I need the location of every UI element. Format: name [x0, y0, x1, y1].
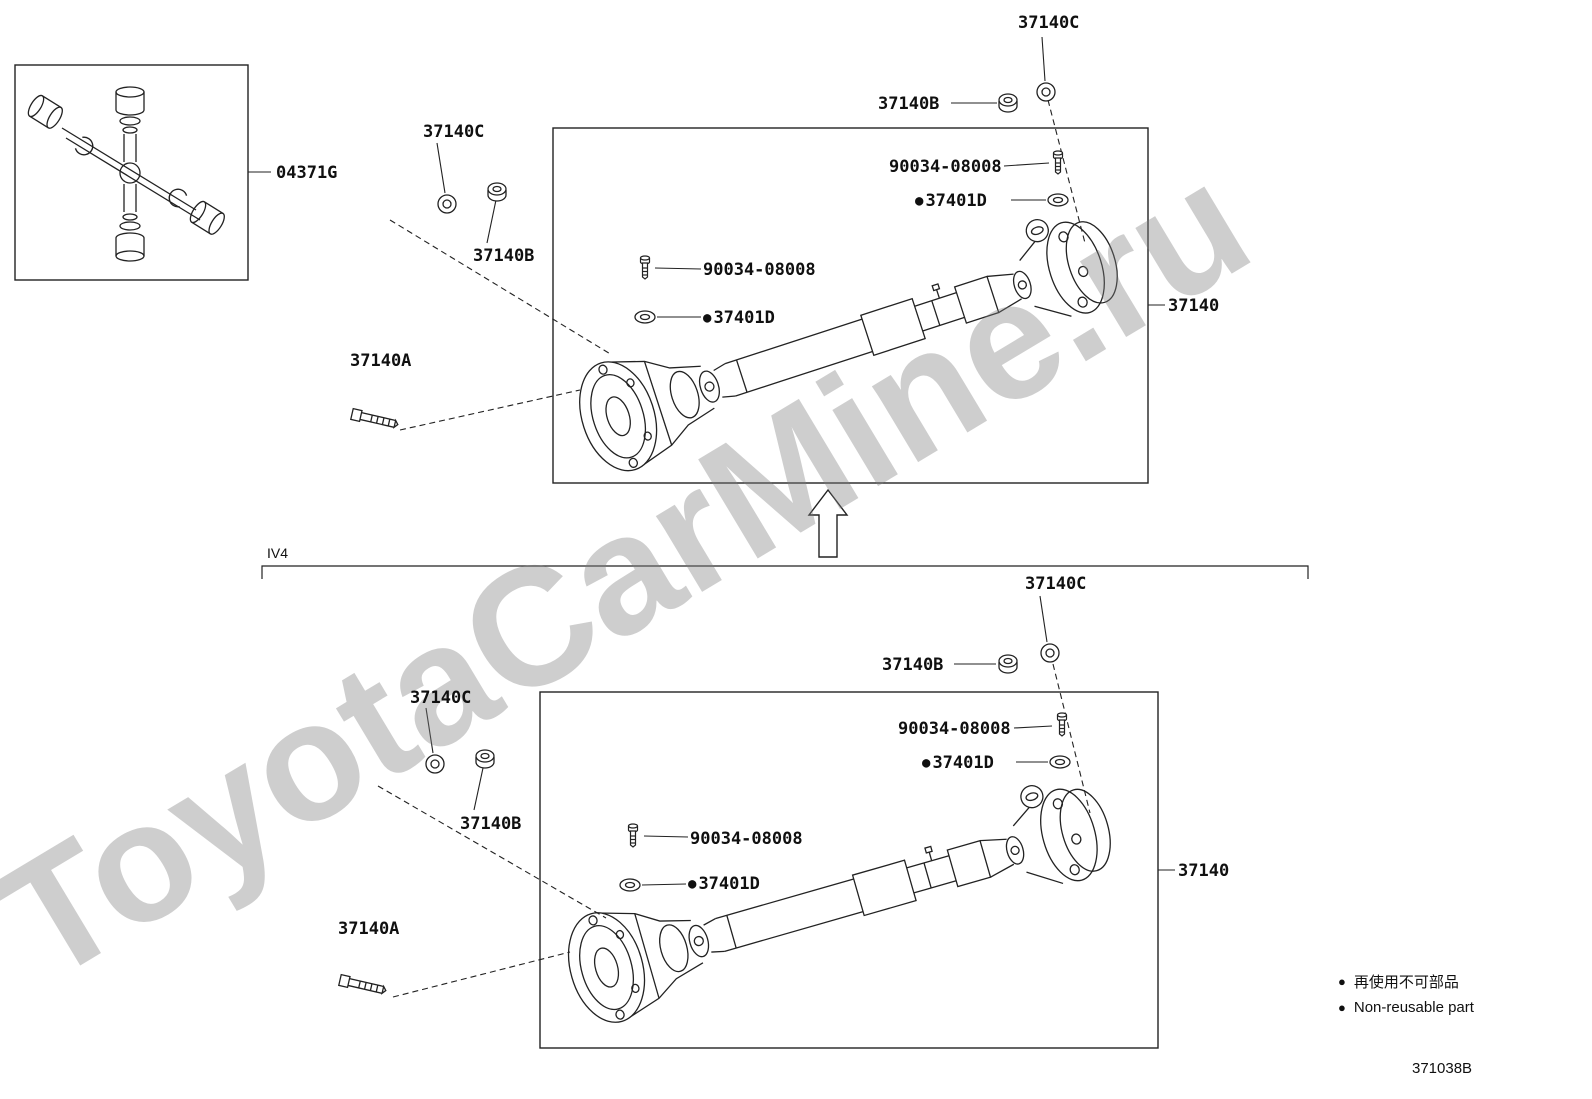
variant-bracket	[261, 565, 1309, 579]
grease-fitting-left-lower	[627, 823, 639, 848]
non-reusable-dot-icon: ●	[703, 310, 712, 326]
part-label-lower-washer-d-left: ●37401D	[688, 874, 760, 894]
legend-row-en: ● Non-reusable part	[1338, 999, 1474, 1016]
part-label-upper-washer-c-top: 37140C	[1018, 13, 1080, 33]
washer-37401d-left-lower	[619, 878, 641, 892]
part-number: 37401D	[932, 753, 994, 773]
part-number: 37401D	[698, 874, 760, 894]
part-label-upper-grease-top: 90034-08008	[889, 157, 1002, 177]
legend-text-jp: 再使用不可部品	[1353, 974, 1459, 991]
grease-fitting-left-upper	[639, 255, 651, 280]
washer-37401d-top-lower	[1049, 755, 1071, 769]
part-label-upper-bolt-a: 37140A	[350, 351, 412, 371]
part-number: 37401D	[713, 308, 775, 328]
part-label-lower-nut-b-top: 37140B	[882, 655, 944, 675]
non-reusable-dot-icon: ●	[1338, 1000, 1346, 1015]
legend-text-en: Non-reusable part	[1353, 999, 1474, 1016]
part-label-spider-kit: 04371G	[276, 163, 338, 183]
diagram-code: 371038B	[1412, 1060, 1473, 1077]
up-arrow-icon	[807, 488, 849, 558]
part-label-lower-nut-b-left: 37140B	[460, 814, 522, 834]
variant-code-label: IV4	[267, 545, 289, 561]
part-label-upper-washer-d-top: ●37401D	[915, 191, 987, 211]
bolt-37140a-upper	[350, 407, 400, 431]
non-reusable-dot-icon: ●	[915, 193, 924, 209]
part-label-lower-washer-c-top: 37140C	[1025, 574, 1087, 594]
part-label-lower-assembly: 37140	[1178, 861, 1230, 881]
part-label-lower-bolt-a: 37140A	[338, 919, 400, 939]
legend: ● 再使用不可部品 ● Non-reusable part	[1338, 971, 1474, 1023]
washer-37140c-left-lower	[425, 754, 445, 774]
part-label-lower-grease-top: 90034-08008	[898, 719, 1011, 739]
washer-37401d-left-upper	[634, 310, 656, 324]
lower-propeller-shaft	[555, 767, 1124, 1032]
spider-kit-drawing	[61, 86, 201, 262]
nut-37140b-left-upper	[487, 182, 507, 202]
legend-row-jp: ● 再使用不可部品	[1338, 971, 1474, 992]
part-label-upper-washer-c-left: 37140C	[423, 122, 485, 142]
assembly-guide-lines	[377, 99, 1091, 998]
part-label-lower-grease-left: 90034-08008	[690, 829, 803, 849]
part-label-lower-washer-d-top: ●37401D	[922, 753, 994, 773]
bearing-cup-upper-left	[24, 92, 66, 132]
upper-propeller-shaft	[565, 199, 1132, 482]
part-label-lower-washer-c-left: 37140C	[410, 688, 472, 708]
nut-37140b-top-lower	[998, 654, 1018, 674]
non-reusable-dot-icon: ●	[922, 755, 931, 771]
washer-37140c-left-upper	[437, 194, 457, 214]
grease-fitting-top-upper	[1052, 150, 1064, 175]
bearing-cup-lower-right	[186, 198, 228, 238]
nut-37140b-top-upper	[998, 93, 1018, 113]
washer-37140c-top-lower	[1040, 643, 1060, 663]
grease-fitting-top-lower	[1056, 712, 1068, 737]
part-label-upper-nut-b-top: 37140B	[878, 94, 940, 114]
part-label-upper-assembly: 37140	[1168, 296, 1220, 316]
part-label-upper-washer-d-left: ●37401D	[703, 308, 775, 328]
part-number: 37401D	[925, 191, 987, 211]
washer-37140c-top-upper	[1036, 82, 1056, 102]
bolt-37140a-lower	[338, 973, 388, 997]
leader-lines	[248, 36, 1175, 886]
non-reusable-dot-icon: ●	[688, 876, 697, 892]
part-label-upper-nut-b-left: 37140B	[473, 246, 535, 266]
washer-37401d-top-upper	[1047, 193, 1069, 207]
non-reusable-dot-icon: ●	[1338, 974, 1346, 989]
nut-37140b-left-lower	[475, 749, 495, 769]
part-label-upper-grease-left: 90034-08008	[703, 260, 816, 280]
